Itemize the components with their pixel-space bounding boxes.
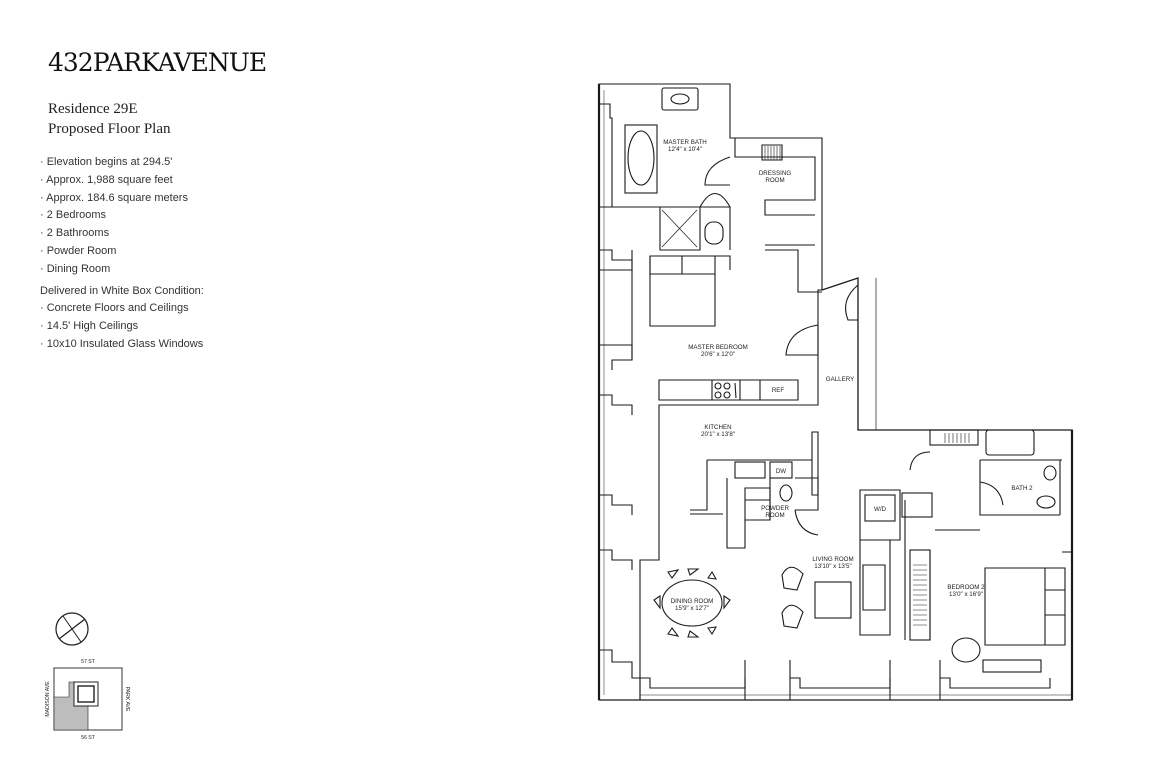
ref-label: REF [772, 387, 785, 394]
site-south-street: 56 ST [81, 735, 96, 741]
master-bedroom-label: MASTER BEDROOM [688, 344, 747, 351]
site-map: 57 ST 56 ST MADISON AVE PARK AVE [45, 659, 130, 741]
spec-item: · 2 Bathrooms [40, 227, 110, 240]
master-bath-toilet [704, 221, 724, 245]
kitchen-dims: 20'1" x 13'8" [701, 431, 735, 438]
site-east-avenue: PARK AVE [124, 687, 130, 712]
gallery-door [845, 284, 859, 321]
dining-room-dims: 15'9" x 12'7" [675, 605, 709, 612]
bedroom2-label: BEDROOM 2 [947, 584, 985, 591]
kitchen-counter [658, 379, 799, 401]
bathtub-2 [985, 429, 1035, 456]
powder-room-label: POWDER [761, 505, 789, 512]
master-bath-label: MASTER BATH [663, 139, 707, 146]
powder-room-toilet [779, 484, 793, 502]
bed-2 [984, 567, 1046, 646]
dining-table [661, 579, 723, 627]
master-bath-dims: 12'4" x 10'4" [668, 146, 702, 153]
powder-room-label-2: ROOM [765, 512, 784, 519]
kitchen-sink [734, 461, 766, 479]
spec-item: · Elevation begins at 294.5' [40, 156, 173, 168]
brand-logo: 432PARKAVENUE [48, 48, 267, 77]
delivered-list: · Concrete Floors and Ceilings · 14.5' H… [40, 300, 204, 353]
bedroom2-dims: 13'0" x 16'9" [949, 591, 983, 598]
master-bedroom-dims: 20'6" x 12'0" [701, 351, 735, 358]
coffee-table [814, 581, 852, 619]
spec-item: · 2 Bedrooms [40, 209, 107, 222]
spec-item: · Approx. 1,988 square feet [40, 173, 173, 186]
living-room-dims: 13'10" x 13'5" [814, 563, 851, 570]
storage-cabinet [909, 549, 931, 641]
armchair-2 [781, 604, 804, 629]
spec-item: · Approx. 184.6 square meters [40, 191, 188, 204]
tower-core [77, 685, 95, 703]
kitchen-label: KITCHEN [704, 424, 731, 431]
wd-label: W/D [874, 506, 887, 513]
site-north-street: 57 ST [81, 659, 96, 665]
bathtub [627, 130, 655, 186]
site-west-avenue: MADISON AVE [45, 681, 51, 717]
master-bath-sink [661, 87, 699, 111]
delivered-item: · 10x10 Insulated Glass Windows [40, 337, 204, 350]
delivered-item: · 14.5' High Ceilings [40, 320, 139, 333]
dressing-room-label-2: ROOM [765, 177, 784, 184]
plan-heading: Residence 29E Proposed Floor Plan [48, 99, 171, 139]
bath2-toilet [1036, 495, 1056, 509]
master-bed [649, 255, 716, 327]
spec-item: · Powder Room [40, 244, 117, 257]
plan-subtitle: Proposed Floor Plan [48, 121, 171, 137]
spec-item: · Dining Room [40, 262, 111, 275]
plan-outer-wall-east [599, 277, 1073, 701]
armchair-1 [781, 566, 804, 591]
gallery-label: GALLERY [826, 376, 854, 383]
bedroom2-chair [951, 637, 981, 663]
living-room-label: LIVING ROOM [812, 556, 853, 563]
dishwasher [769, 461, 793, 479]
floor-plan: MASTER BATH 12'4" x 10'4" DRESSING ROOM … [597, 83, 1074, 701]
washer-dryer [859, 489, 901, 541]
delivered-item: · Concrete Floors and Ceilings [40, 302, 189, 315]
master-bath-basin [670, 93, 690, 105]
bath2-label: BATH 2 [1011, 485, 1033, 492]
specs-list: · Elevation begins at 294.5' · Approx. 1… [40, 154, 204, 279]
specs-panel: · Elevation begins at 294.5' · Approx. 1… [40, 154, 204, 354]
delivered-title: Delivered in White Box Condition: [40, 284, 204, 297]
bathtub-surround [624, 124, 658, 194]
dressing-room-label: DRESSING [759, 170, 792, 177]
compass-icon [55, 612, 89, 646]
dw-label: DW [776, 468, 786, 475]
dining-room-label: DINING ROOM [671, 598, 714, 605]
residence-title: Residence 29E [48, 101, 138, 117]
